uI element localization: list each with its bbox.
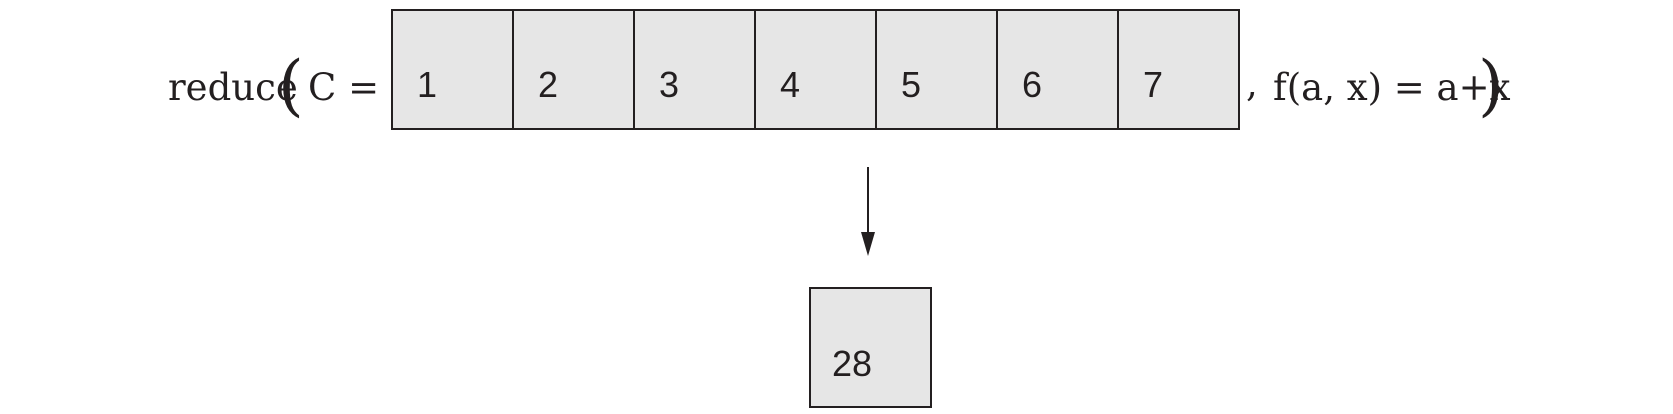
collection-cell-value: 7: [1143, 64, 1163, 105]
close-paren: ): [1478, 47, 1504, 124]
collection-label: C =: [308, 66, 379, 109]
collection-cell-value: 2: [538, 64, 558, 105]
result-value: 28: [832, 343, 872, 384]
collection-cell: [512, 9, 635, 130]
collection-cell: [391, 9, 514, 130]
collection-cell: [1117, 9, 1240, 130]
collection-cell-value: 4: [780, 64, 800, 105]
result-cell: [809, 287, 932, 408]
collection-cell: [875, 9, 998, 130]
function-name: reduce: [168, 66, 298, 109]
collection-cell-value: 1: [417, 64, 437, 105]
collection-cell: [996, 9, 1119, 130]
collection-cell: [754, 9, 877, 130]
collection-cell-value: 3: [659, 64, 679, 105]
function-definition: f(a, x) = a+x: [1273, 66, 1511, 109]
collection-cell-value: 5: [901, 64, 921, 105]
open-paren: (: [278, 47, 304, 124]
collection-array: 1 2 3 4 5 6 7: [391, 9, 1240, 130]
down-arrow-icon: [861, 232, 875, 256]
separator-comma: ,: [1246, 62, 1258, 105]
collection-cell: [633, 9, 756, 130]
collection-cell-value: 6: [1022, 64, 1042, 105]
